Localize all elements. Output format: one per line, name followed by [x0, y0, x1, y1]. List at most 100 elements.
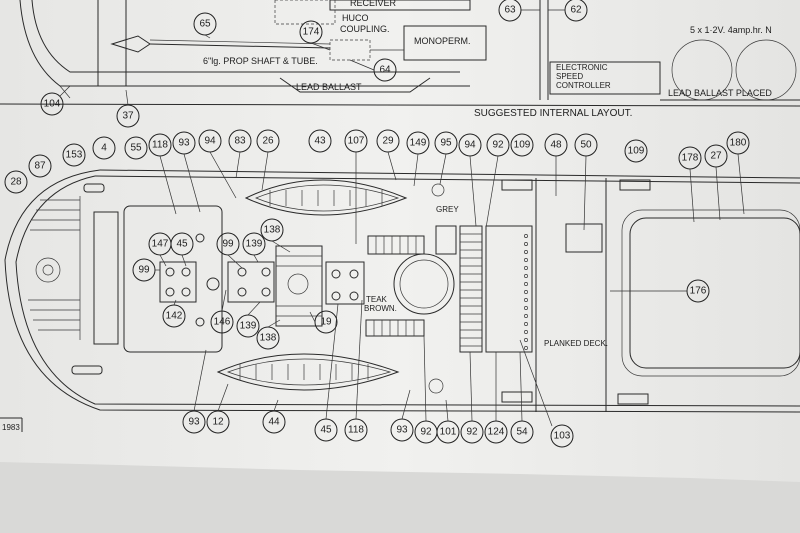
leader-line	[209, 151, 237, 199]
leader-line	[271, 240, 291, 253]
leader-line	[355, 299, 363, 420]
leader-line	[273, 399, 279, 412]
leader-line	[193, 349, 207, 412]
svg-text:99: 99	[222, 239, 234, 250]
svg-text:176: 176	[690, 286, 707, 297]
svg-text:27: 27	[710, 151, 722, 162]
leader-line	[401, 389, 411, 420]
svg-text:174: 174	[303, 27, 320, 38]
svg-text:45: 45	[176, 239, 188, 250]
svg-text:93: 93	[396, 425, 408, 436]
svg-text:124: 124	[488, 427, 505, 438]
svg-text:109: 109	[514, 140, 531, 151]
svg-text:146: 146	[214, 317, 231, 328]
callout-109: 109	[624, 139, 648, 163]
side-elevation	[0, 0, 800, 107]
leader-line	[325, 303, 339, 420]
svg-text:93: 93	[178, 138, 190, 149]
label-planked-deck: PLANKED DECK.	[544, 339, 608, 348]
svg-text:50: 50	[580, 140, 592, 151]
svg-text:103: 103	[554, 431, 571, 442]
layout-title: SUGGESTED INTERNAL LAYOUT.	[474, 108, 632, 119]
svg-text:64: 64	[379, 65, 391, 76]
leader-line	[59, 85, 71, 97]
svg-text:109: 109	[628, 146, 645, 157]
callout-28: 28	[4, 170, 28, 194]
callout-55: 55	[124, 136, 148, 160]
svg-text:37: 37	[122, 111, 134, 122]
leader-line	[125, 89, 129, 106]
leader-line	[445, 399, 449, 422]
callout-4: 4	[92, 136, 116, 160]
label-lead-ballast: LEAD BALLAST	[296, 82, 362, 92]
leader-line	[221, 289, 227, 312]
svg-text:19: 19	[320, 317, 332, 328]
svg-text:92: 92	[420, 427, 432, 438]
leader-line	[173, 299, 177, 306]
svg-text:65: 65	[199, 19, 211, 30]
label-battery: 5 x 1·2V. 4amp.hr. N	[690, 25, 772, 35]
leader-line	[689, 168, 695, 223]
svg-text:93: 93	[188, 417, 200, 428]
svg-text:149: 149	[410, 138, 427, 149]
leader-line	[469, 155, 477, 227]
leader-line	[519, 351, 523, 422]
leader-line	[715, 166, 721, 221]
svg-text:92: 92	[492, 140, 504, 151]
svg-text:28: 28	[10, 177, 22, 188]
leader-line	[253, 254, 259, 263]
callout-103: 103	[550, 424, 574, 448]
leader-line	[387, 151, 397, 181]
svg-text:178: 178	[682, 153, 699, 164]
svg-text:62: 62	[570, 5, 582, 16]
leader-line	[413, 153, 419, 187]
leader-line	[519, 339, 553, 427]
svg-text:118: 118	[348, 425, 364, 436]
leader-line	[183, 153, 201, 213]
callout-87: 87	[28, 154, 52, 178]
label-grey: GREY	[436, 205, 459, 214]
svg-text:87: 87	[34, 161, 46, 172]
leader-line	[181, 254, 187, 267]
svg-text:43: 43	[314, 136, 326, 147]
svg-text:54: 54	[516, 427, 528, 438]
leader-line	[159, 254, 167, 267]
svg-text:138: 138	[264, 225, 281, 236]
leader-lines	[59, 9, 745, 427]
svg-text:92: 92	[466, 427, 478, 438]
leader-line	[349, 59, 375, 71]
svg-text:139: 139	[246, 239, 263, 250]
callout-37: 37	[116, 104, 140, 128]
svg-text:180: 180	[730, 138, 747, 149]
svg-text:63: 63	[504, 5, 516, 16]
label-monoperm: MONOPERM.	[414, 36, 471, 46]
leader-line	[310, 42, 331, 51]
leader-line	[309, 311, 316, 323]
svg-text:153: 153	[66, 150, 83, 161]
callout-109: 109	[510, 133, 534, 157]
svg-text:94: 94	[464, 140, 476, 151]
svg-text:94: 94	[204, 136, 216, 147]
svg-text:147: 147	[152, 239, 169, 250]
leader-line	[159, 155, 177, 215]
svg-text:107: 107	[348, 136, 365, 147]
svg-text:48: 48	[550, 140, 562, 151]
callout-104: 104	[40, 92, 64, 116]
svg-text:95: 95	[440, 138, 452, 149]
leader-line	[267, 319, 281, 328]
leader-line	[583, 155, 587, 231]
deck-plan	[0, 169, 800, 432]
callout-43: 43	[308, 129, 332, 153]
leader-line	[247, 301, 261, 316]
svg-text:55: 55	[130, 143, 142, 154]
callout-153: 153	[62, 143, 86, 167]
svg-text:45: 45	[320, 425, 332, 436]
leader-line	[469, 351, 473, 422]
svg-text:26: 26	[262, 136, 274, 147]
